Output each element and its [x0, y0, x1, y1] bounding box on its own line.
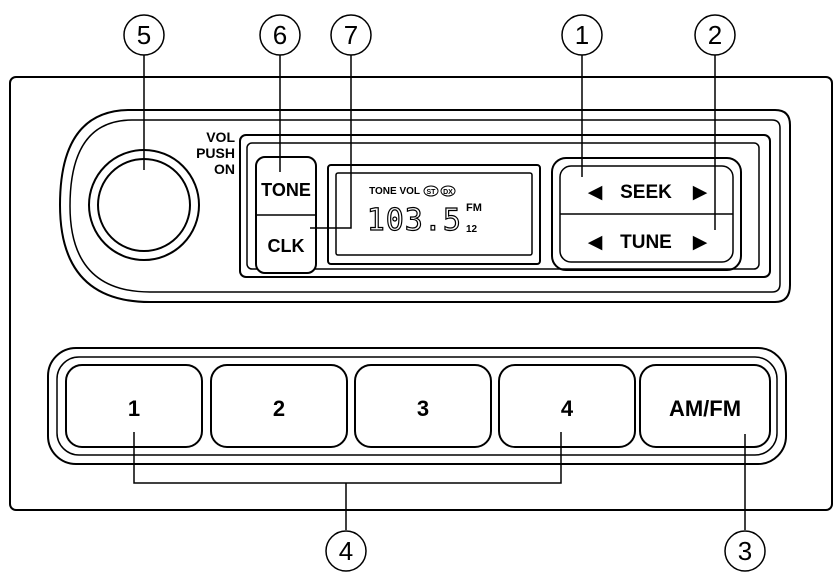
- upper-panel-outer: [58, 109, 791, 303]
- preset-button-1[interactable]: 1: [65, 364, 203, 448]
- tune-button[interactable]: ◀ TUNE ▶: [588, 231, 708, 253]
- display-preset-number: 12: [466, 224, 478, 235]
- preset-button-3-label: 3: [417, 396, 429, 421]
- radio-housing: [9, 76, 833, 511]
- button-bezel-inner: [246, 142, 760, 270]
- preset-button-2-outline: [210, 364, 348, 448]
- preset-panel-inner: [56, 356, 778, 456]
- callout-1-number: 1: [575, 20, 589, 50]
- upper-panel-inner: [69, 119, 781, 293]
- display-frequency: 103.5: [367, 203, 462, 238]
- am-fm-button-outline: [639, 364, 771, 448]
- preset-button-4-label: 4: [561, 396, 574, 421]
- callout-7: 7: [330, 14, 372, 56]
- button-bezel-outer: [239, 134, 771, 278]
- seek-button[interactable]: ◀ SEEK ▶: [588, 181, 708, 203]
- display: TONE VOL ST DX 103.5 FM 12: [327, 164, 541, 265]
- callout-3: 3: [724, 530, 766, 572]
- dx-indicator-icon: [440, 185, 456, 197]
- callout-1: 1: [561, 14, 603, 56]
- callout-6-number: 6: [273, 20, 287, 50]
- leader-4-bracket: [133, 432, 562, 484]
- preset-button-4-outline: [498, 364, 636, 448]
- callout-4: 4: [325, 530, 367, 572]
- push-label: PUSH: [196, 145, 235, 161]
- seek-tune-outer: [551, 157, 742, 271]
- tone-button-label: TONE: [261, 180, 311, 200]
- seek-left-icon[interactable]: ◀: [588, 181, 603, 203]
- am-fm-button[interactable]: AM/FM: [639, 364, 771, 448]
- callout-3-circle: [724, 530, 766, 572]
- stereo-indicator-icon: [423, 185, 439, 197]
- clk-button-label: CLK: [268, 236, 305, 256]
- tune-left-icon[interactable]: ◀: [588, 231, 603, 253]
- st-badge-text: ST: [427, 189, 437, 196]
- tune-label: TUNE: [620, 232, 672, 253]
- callout-5-circle: [123, 14, 165, 56]
- preset-button-2-label: 2: [273, 396, 285, 421]
- callout-4-circle: [325, 530, 367, 572]
- callout-2-number: 2: [708, 20, 722, 50]
- preset-button-1-label: 1: [128, 396, 140, 421]
- callout-2: 2: [694, 14, 736, 56]
- callout-5: 5: [123, 14, 165, 56]
- seek-right-icon[interactable]: ▶: [693, 181, 708, 203]
- seek-tune-rocker: [551, 157, 742, 271]
- display-screen: [335, 172, 533, 256]
- callout-2-circle: [694, 14, 736, 56]
- preset-button-4[interactable]: 4: [498, 364, 636, 448]
- callout-5-number: 5: [137, 20, 151, 50]
- tune-right-icon[interactable]: ▶: [693, 231, 708, 253]
- preset-button-3[interactable]: 3: [354, 364, 492, 448]
- callout-1-circle: [561, 14, 603, 56]
- callout-6-circle: [259, 14, 301, 56]
- tone-clk-button[interactable]: TONE CLK: [255, 156, 317, 274]
- callout-6: 6: [259, 14, 301, 56]
- preset-button-2[interactable]: 2: [210, 364, 348, 448]
- leader-7: [310, 55, 352, 229]
- preset-panel-outer: [47, 347, 787, 465]
- dx-badge-text: DX: [443, 189, 453, 196]
- display-band: FM: [466, 202, 482, 214]
- callout-4-number: 4: [339, 536, 353, 566]
- callout-3-number: 3: [738, 536, 752, 566]
- on-label: ON: [214, 161, 235, 177]
- display-tone-vol-indicator: TONE VOL: [369, 186, 420, 197]
- vol-label: VOL: [206, 129, 235, 145]
- callout-7-circle: [330, 14, 372, 56]
- seek-label: SEEK: [620, 182, 672, 203]
- am-fm-button-label: AM/FM: [669, 396, 741, 421]
- display-bezel: [327, 164, 541, 265]
- preset-button-3-outline: [354, 364, 492, 448]
- leader-lines: [133, 55, 746, 530]
- callout-7-number: 7: [344, 20, 358, 50]
